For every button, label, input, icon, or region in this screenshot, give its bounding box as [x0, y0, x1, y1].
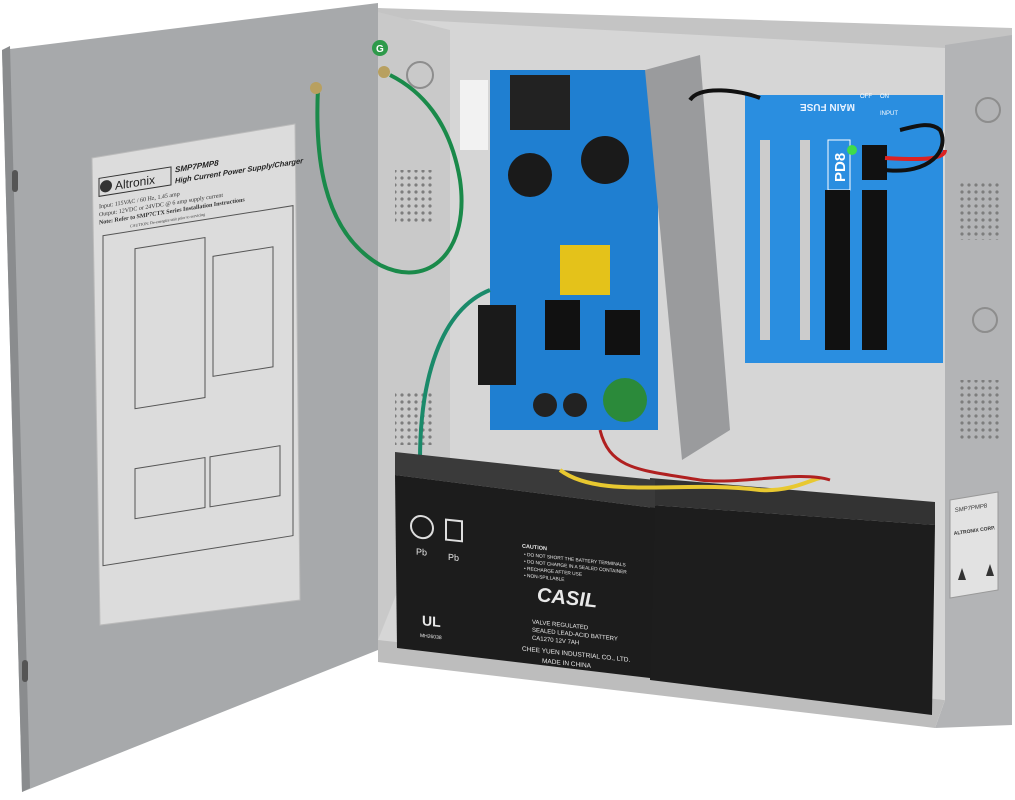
ground-screw	[310, 82, 322, 94]
battery-label: Pb Pb CAUTION • DO NOT SHORT THE BATTERY…	[410, 515, 630, 670]
ground-marker-label: G	[376, 44, 384, 55]
status-led	[847, 145, 857, 155]
wiring-diagram	[102, 205, 294, 567]
heatsink	[605, 310, 640, 355]
red-wire	[688, 88, 761, 102]
label-brand: Altronix	[115, 173, 155, 193]
ground-marker	[372, 40, 388, 56]
battery-caution-title: CAUTION	[522, 544, 547, 553]
battery-caution-line: • NON-SPILLABLE	[524, 573, 564, 583]
side-label-model: SMP7PMP8	[954, 503, 988, 514]
recycle-icon	[410, 515, 434, 540]
capacitor	[563, 393, 587, 417]
output-terminals	[825, 190, 850, 350]
terminal-block	[478, 305, 516, 385]
ground-screw	[378, 66, 390, 78]
warning-triangle-icon	[986, 564, 994, 576]
ul-mark-icon: UL	[422, 612, 441, 630]
input-terminal	[862, 145, 887, 180]
door-slot	[22, 660, 28, 682]
pd8-main-fuse: MAIN FUSE	[800, 101, 855, 112]
altronix-logo-icon	[100, 180, 112, 193]
pb-label: Pb	[416, 546, 427, 557]
caution-sticker	[460, 80, 488, 150]
output-terminals	[862, 190, 887, 350]
battery-type: VALVE REGULATED	[532, 620, 589, 632]
pd8-on: ON	[880, 94, 889, 100]
enclosure-top-edge	[378, 8, 1012, 48]
wiring-diagram-battery	[134, 456, 206, 520]
heatsink	[545, 300, 580, 350]
capacitor	[533, 393, 557, 417]
wiring-diagram-board	[134, 236, 206, 410]
pd8-name: PD8	[832, 153, 849, 182]
wiring-diagram-board	[212, 246, 274, 377]
power-wire	[418, 288, 491, 461]
battery-wires	[598, 429, 831, 483]
battery-wires	[558, 468, 821, 493]
black-wire	[884, 123, 945, 173]
inductor	[603, 378, 647, 422]
knockout-hole	[975, 97, 1001, 123]
capacitor	[508, 153, 552, 197]
no-trash-icon	[445, 518, 463, 543]
transformer-small	[560, 245, 610, 295]
knockout-hole	[406, 61, 434, 89]
side-label-brand: ALTRONIX CORP.	[953, 525, 996, 537]
ground-wire	[315, 73, 464, 275]
pd8-input: INPUT	[880, 111, 898, 117]
altronix-logo-box	[98, 166, 172, 197]
wiring-diagram-battery	[209, 445, 281, 508]
battery-left-top	[395, 452, 655, 508]
battery-cert: MH26038	[420, 633, 442, 641]
battery-right-top	[650, 478, 935, 525]
transformer	[510, 75, 570, 130]
door-label-paper	[91, 123, 301, 626]
door-edge	[2, 46, 30, 792]
knockout-hole	[972, 307, 998, 333]
pd8-off: OFF	[860, 94, 872, 100]
red-wire	[884, 149, 947, 162]
pb-label: Pb	[448, 552, 459, 563]
warning-triangle-icon	[958, 568, 966, 580]
vent-holes	[395, 170, 1000, 445]
fuse-column	[760, 140, 810, 340]
door-slot	[12, 170, 18, 192]
metal-bracket	[645, 55, 730, 460]
battery-spec: CA1270 12V 7AH	[532, 636, 579, 647]
capacitor	[581, 136, 629, 184]
battery-right	[650, 505, 935, 715]
battery-left	[395, 475, 655, 678]
